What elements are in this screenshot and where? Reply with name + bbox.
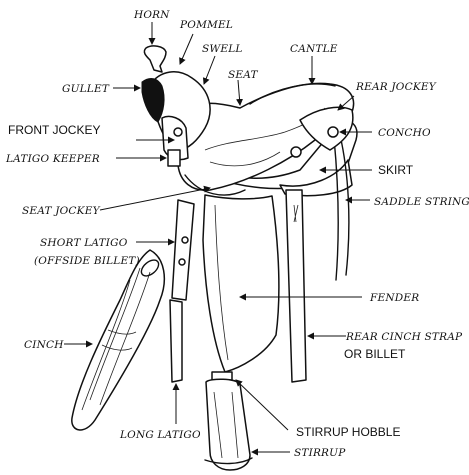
label-long-latigo: LONG LATIGO	[119, 429, 201, 441]
label-cinch: CINCH	[24, 339, 64, 351]
stirrup-shape	[206, 379, 250, 470]
gullet-shape	[142, 79, 164, 122]
label-short-latigo-2: (OFFSIDE BILLET)	[34, 255, 140, 267]
label-cantle: CANTLE	[290, 43, 338, 55]
label-gullet: GULLET	[62, 83, 110, 95]
label-swell: SWELL	[202, 43, 243, 55]
label-rear-cinch-strap-2: OR BILLET	[344, 347, 406, 361]
label-stirrup-hobble: STIRRUP HOBBLE	[296, 425, 400, 439]
label-latigo-keeper: LATIGO KEEPER	[5, 153, 100, 165]
label-front-jockey: FRONT JOCKEY	[8, 123, 100, 137]
label-concho: CONCHO	[378, 127, 431, 139]
label-fender: FENDER	[369, 292, 419, 304]
label-skirt: SKIRT	[378, 163, 414, 177]
label-pommel: POMMEL	[179, 19, 233, 31]
label-rear-jockey: REAR JOCKEY	[355, 81, 437, 93]
label-seat: SEAT	[228, 69, 258, 81]
horn-shape	[144, 46, 166, 72]
label-short-latigo-1: SHORT LATIGO	[40, 237, 128, 249]
latigo-keeper-shape	[168, 150, 180, 166]
label-stirrup: STIRRUP	[294, 447, 346, 459]
concho-shape	[328, 127, 338, 137]
long-latigo-shape	[170, 300, 182, 382]
short-latigo-shape	[172, 200, 194, 300]
label-horn: HORN	[133, 9, 170, 21]
label-saddle-strings: SADDLE STRINGS	[374, 196, 469, 208]
label-rear-cinch-strap-1: REAR CINCH STRAP	[345, 331, 463, 343]
label-seat-jockey: SEAT JOCKEY	[22, 205, 101, 217]
fender-shape	[203, 195, 279, 372]
cinch-shape	[72, 250, 164, 430]
